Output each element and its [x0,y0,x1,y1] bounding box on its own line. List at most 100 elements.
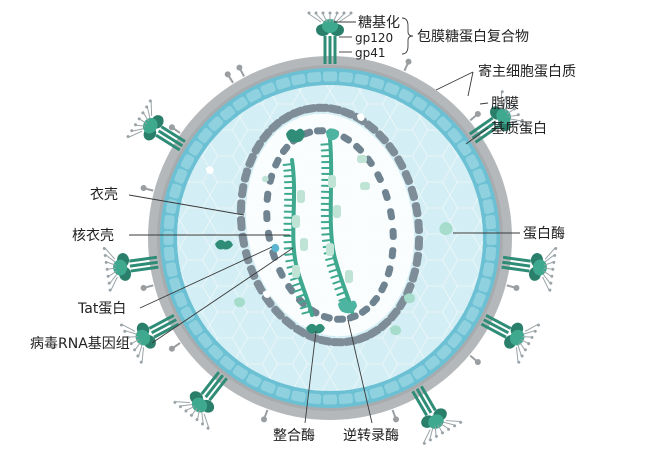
capsid-block [276,266,286,279]
matrix-protein-block [384,82,400,96]
matrix-protein-block [246,88,262,103]
capsid-block [314,103,330,112]
matrix-protein-block [232,96,248,111]
label-protease: 蛋白酶 [523,226,565,242]
capsid-block [237,183,248,199]
envelope-spike-group [102,11,558,445]
interior-protein-3 [404,293,415,304]
capsid-block [374,171,384,184]
capsid-block [387,208,396,221]
capsid-block [403,282,415,298]
matrix-protein-block [174,292,188,308]
host-cell-protein-icon [260,409,269,423]
matrix-protein-block [424,105,441,121]
label-integrase: 整合酶 [273,428,315,444]
capsid-block [388,247,397,260]
matrix-protein-block [398,88,414,103]
matrix-protein-block [457,320,472,336]
matrix-protein-block [398,373,414,388]
rna-nucleotide-tick [338,296,349,302]
rna-nucleotide-tick [285,258,297,263]
capsid-block [358,305,371,316]
matrix-protein-block [174,168,188,184]
label-tat-protein: Tat蛋白 [77,301,126,317]
integrase-molecule [306,323,325,334]
capsid-block [317,335,333,346]
matrix-protein-block [478,277,491,293]
matrix-protein-block [163,214,175,230]
matrix-protein-block [306,71,322,83]
label-glycosylation: 糖基化 [358,14,400,31]
envelope-glycoprotein-spike-icon [501,247,558,292]
rna-nucleotide-tick [283,168,295,172]
capsid-block [407,185,419,201]
capsid-block [369,294,381,307]
enzyme-molecules [206,113,453,336]
label-rna-genome: 病毒RNA基因组 [30,335,130,352]
matrix-protein-block [169,183,182,199]
capsid-block [240,167,252,183]
matrix-protein-block [369,77,385,90]
host-cell-protein-icon [224,71,234,84]
capsid-block [279,143,291,156]
matrix-protein-block [165,262,178,277]
envelope-glycoprotein-spike-icon [126,99,186,152]
capsid-block [353,142,365,154]
capsid-block [237,216,246,232]
capsid-block [236,199,246,215]
capsid-block [412,251,423,267]
capsid-block [389,227,397,240]
matrix-protein-block [291,73,306,86]
capsid-block [241,249,253,265]
matrix-protein-block [197,127,213,144]
matrix-protein-block [219,105,236,121]
protease-molecule [439,222,453,236]
matrix-protein-block [163,246,175,262]
rna-nucleotide-tick [282,162,294,167]
matrix-protein-block [169,277,182,293]
matrix-protein-block [291,390,306,403]
matrix-protein-block [354,73,369,86]
rna-nucleotide-tick [326,262,338,267]
tat-protein-molecule [271,243,280,253]
capsid-block [334,315,347,323]
capsid-block [377,317,392,332]
capsid-block [246,264,259,280]
matrix-protein-block [369,386,385,399]
interior-protein-8 [357,113,365,121]
envelope-glycoprotein-spike-icon [173,371,228,430]
label-nucleocapsid: 核衣壳 [72,227,114,244]
matrix-protein-block [232,365,248,380]
matrix-protein-block [436,344,452,360]
reverse-transcriptase-molecule-2 [338,299,357,314]
interior-protein-2 [234,297,245,308]
capsid-block [263,210,271,223]
capsid-inner-blocks [263,127,397,323]
capsid-block [378,281,388,294]
matrix-protein-block [412,96,428,111]
envelope-glycoprotein-spike-icon [102,247,159,292]
rna-nucleotide-tick [295,293,307,299]
capsid-block [264,229,273,242]
capsid-block [414,218,423,234]
capsid-block [263,190,272,203]
label-envelope-glycoprotein-complex: 包膜糖蛋白复合物 [417,28,529,45]
interior-protein-6 [206,166,214,174]
host-cell-protein-icon [469,110,481,122]
capsid-block [364,120,379,134]
matrix-protein-block [275,386,291,399]
matrix-protein-block [424,355,441,371]
matrix-protein-block [188,320,203,336]
host-cell-protein-icon [391,409,400,423]
capsid-block [364,155,375,168]
matrix-protein-block [412,365,428,380]
host-cell-protein-icon [140,185,154,192]
matrix-protein-block [486,231,497,245]
matrix-protein-blocks [163,71,497,405]
rna-nucleotide-tick [299,304,311,310]
capsid-block [281,316,296,330]
envelope-glycoprotein-spike-icon [307,11,353,64]
matrix-protein-block [260,82,276,96]
capsid-block [272,156,282,169]
capsid-block [339,107,355,119]
